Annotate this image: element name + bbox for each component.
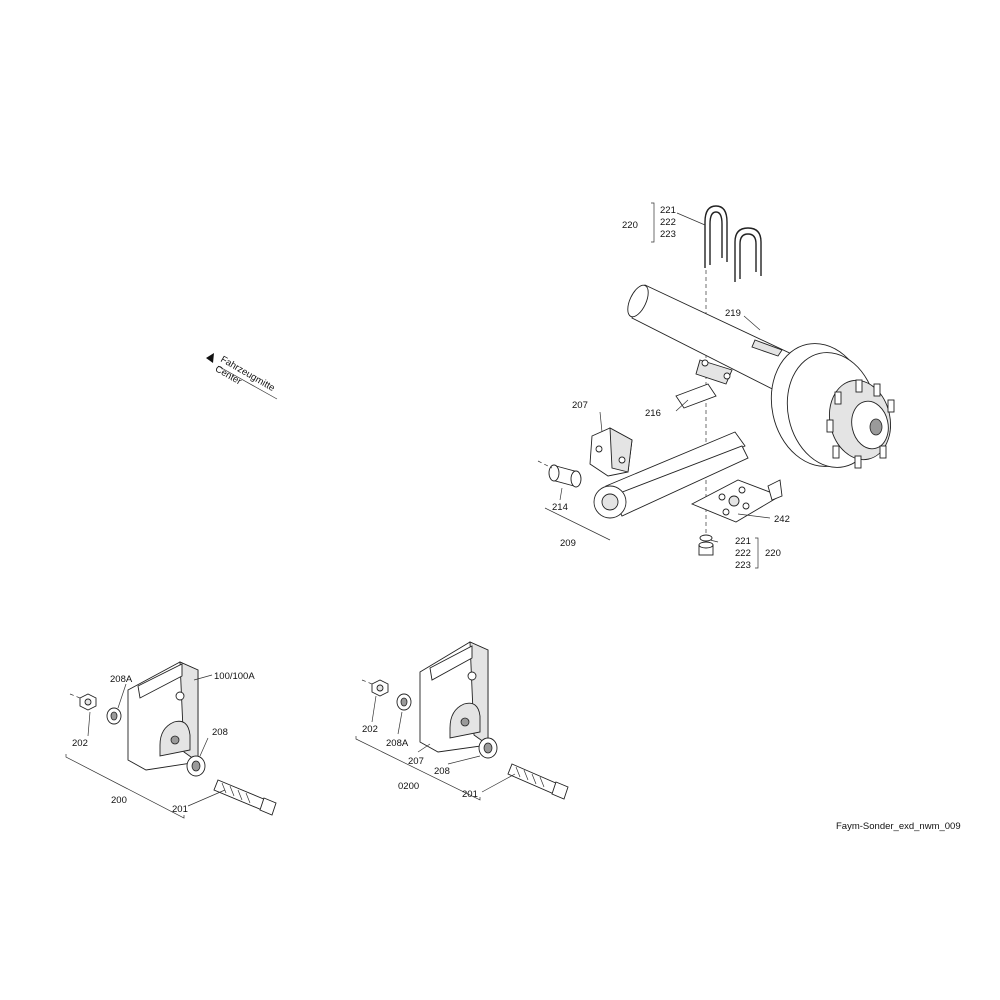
axle-beam [627,284,816,403]
label-221-bottom: 221 [735,536,751,547]
wheel-studs [826,379,895,469]
spring-hanger-bracket [589,427,633,477]
axle-assembly [537,202,895,569]
left-bracket-assembly [65,661,277,819]
label-220-top: 220 [622,220,638,231]
drawing-id: Faym-Sonder_exd_nwm_009 [836,821,961,832]
label-202-middle: 202 [362,724,378,735]
flange-nut-208-left [186,755,206,777]
label-201-middle: 201 [462,789,478,800]
label-208-left: 208 [212,727,228,738]
washer-208a-middle [396,693,412,711]
wheel-hub [770,343,895,469]
label-223-top: 223 [660,229,676,240]
bottom-plate [690,479,783,523]
label-223-bottom: 223 [735,560,751,571]
label-200: 200 [111,795,127,806]
flange-nut-208-middle [478,737,498,759]
nut-202-left [79,693,97,711]
label-216: 216 [645,408,661,419]
label-208a-middle: 208A [386,738,409,749]
vehicle-center-indicator: Fahrzeugmitte Center [206,353,278,400]
label-242: 242 [774,514,790,525]
label-100-100a: 100/100A [214,671,255,682]
label-208-middle: 208 [434,766,450,777]
label-221-top: 221 [660,205,676,216]
label-222-bottom: 222 [735,548,751,559]
nut-stack [698,534,714,556]
label-220-bottom: 220 [765,548,781,559]
label-201-left: 201 [172,804,188,815]
label-0200: 0200 [398,781,419,792]
label-219: 219 [725,308,741,319]
bolt-201-left [213,779,277,816]
bolt-201-middle [507,763,569,800]
label-222-top: 222 [660,217,676,228]
bushing [548,464,582,488]
washer-208a-left [106,707,122,725]
label-202-left: 202 [72,738,88,749]
leaf-spring [593,431,749,519]
ubolt-rear [704,205,728,268]
label-207-middle: 207 [408,756,424,767]
nut-202-middle [371,679,389,697]
label-208a-left: 208A [110,674,133,685]
ubolt-front [734,227,762,282]
label-214: 214 [552,502,568,513]
direction-arrow-icon [206,353,214,363]
label-209: 209 [560,538,576,549]
spring-plate [675,383,717,409]
hanger-bracket-left [127,661,199,771]
label-207-axle: 207 [572,400,588,411]
hanger-bracket-middle [419,641,489,753]
middle-bracket-assembly [355,641,569,801]
